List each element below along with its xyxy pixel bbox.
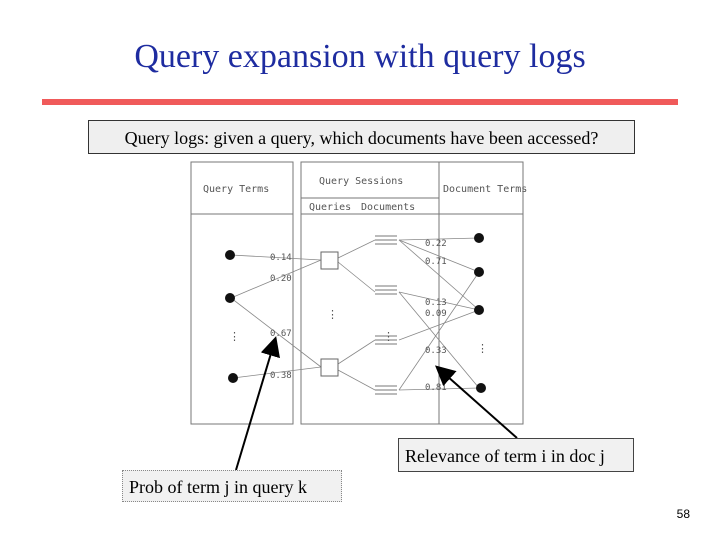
doc-term-weight: 0.13 [425,298,447,308]
document-terms-ellipsis: ⋮ [477,342,488,355]
query-node [320,251,339,270]
title-rule [42,99,678,105]
caption-box: Query logs: given a query, which documen… [88,120,635,154]
query-term-node [225,293,235,303]
term-query-weight: 0.67 [270,329,292,339]
page-number: 58 [676,507,690,521]
doc-term-weight: 0.09 [425,309,447,319]
document-term-node [474,267,484,277]
header-query-sessions: Query Sessions [319,176,403,187]
relevance-callout: Relevance of term i in doc j [398,438,634,472]
query-sessions-panel [300,161,440,425]
header-document-terms: Document Terms [443,184,527,195]
header-query-terms: Query Terms [203,184,269,195]
document-node [375,335,397,345]
slide-title: Query expansion with query logs [134,38,586,75]
document-node [375,285,397,295]
query-node [320,358,339,377]
header-queries: Queries [309,202,351,213]
documents-ellipsis: ⋮ [383,330,394,343]
query-log-diagram: Query Terms Query Sessions Queries Docum… [190,161,527,425]
term-query-weight: 0.14 [270,253,292,263]
doc-term-edges [398,237,480,391]
query-term-node [228,373,238,383]
doc-term-weight: 0.71 [425,257,447,267]
query-term-node [225,250,235,260]
doc-term-weight: 0.33 [425,346,447,356]
term-query-weight: 0.20 [270,274,292,284]
queries-ellipsis: ⋮ [327,308,338,321]
doc-term-weight: 0.81 [425,383,447,393]
probability-callout: Prob of term j in query k [122,470,342,502]
query-doc-edges [337,239,376,391]
doc-term-weight: 0.22 [425,239,447,249]
document-node [375,385,397,395]
document-term-node [474,233,484,243]
document-term-node [476,383,486,393]
document-term-node [474,305,484,315]
header-documents: Documents [361,202,415,213]
query-terms-ellipsis: ⋮ [229,330,240,343]
document-node [375,235,397,245]
term-query-weight: 0.38 [270,371,292,381]
